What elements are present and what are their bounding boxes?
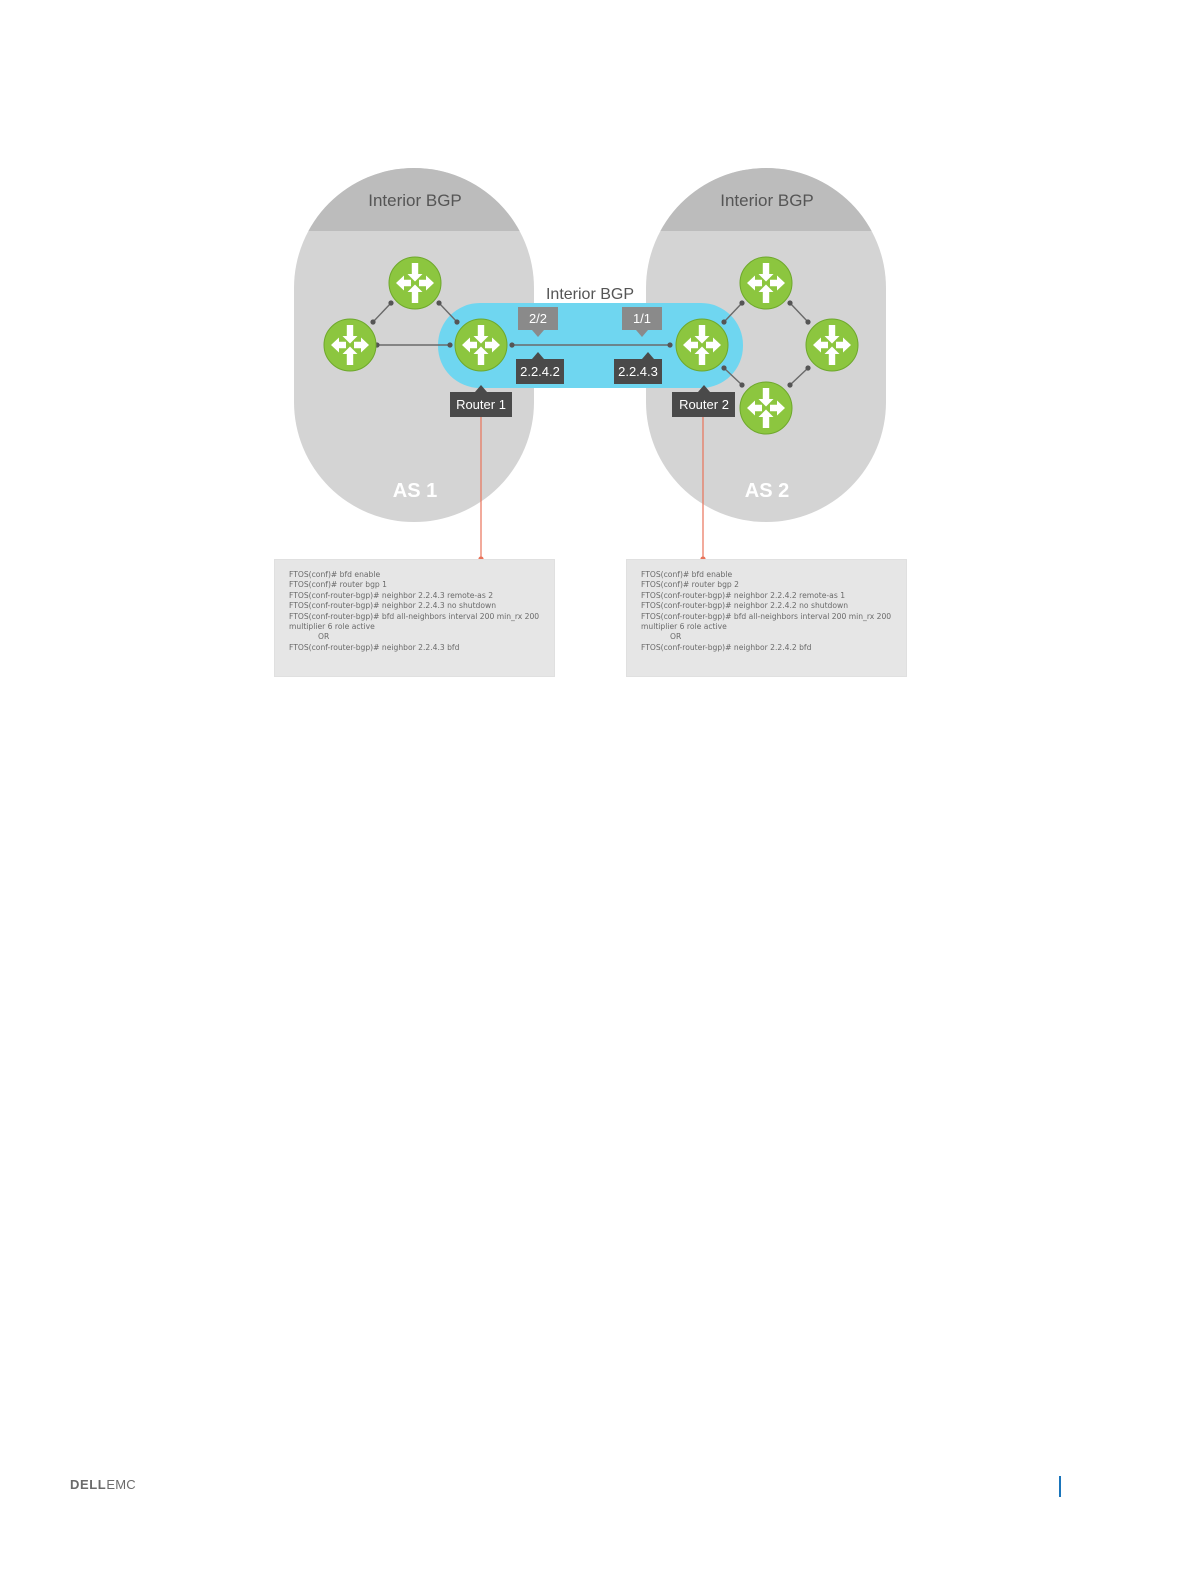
connection-lines: [372, 302, 809, 386]
config-line: FTOS(conf-router-bgp)# bfd all-neighbors…: [641, 611, 892, 621]
dell-emc-logo: DELLEMC: [70, 1477, 136, 1492]
link-as2-r2-bottom: [723, 367, 743, 386]
link-as2-bottom-right: [789, 367, 809, 386]
link-as2-r2-top: [723, 302, 743, 323]
router-icon-as2-bottom: [739, 381, 793, 435]
config-line: FTOS(conf-router-bgp)# neighbor 2.2.4.2 …: [641, 642, 812, 652]
config-line: FTOS(conf)# router bgp 2: [641, 580, 739, 590]
as1-label: AS 1: [393, 480, 437, 502]
link-as2-top-right: [789, 302, 809, 323]
link-as1-top-left: [372, 302, 392, 323]
config-line: FTOS(conf-router-bgp)# neighbor 2.2.4.3 …: [289, 590, 494, 600]
config-line: FTOS(conf)# bfd enable: [289, 570, 381, 579]
ip-callout-router2: 2.2.4.3: [614, 352, 662, 384]
config-line: FTOS(conf-router-bgp)# neighbor 2.2.4.3 …: [289, 642, 460, 652]
config-line: multiplier 6 role active: [289, 622, 375, 632]
svg-text:Router 1: Router 1: [456, 397, 506, 412]
link-as1-top-r1: [438, 302, 458, 323]
page-number-divider: [1059, 1476, 1061, 1497]
config-line: FTOS(conf-router-bgp)# neighbor 2.2.4.3 …: [289, 601, 497, 611]
router-icon-as2-top: [739, 256, 793, 310]
router-1-config-box: FTOS(conf)# bfd enable FTOS(conf)# route…: [274, 559, 555, 677]
ibgp-link-label: Interior BGP: [546, 286, 634, 303]
config-line: OR: [641, 632, 682, 642]
router-icon-as1-top: [388, 256, 442, 310]
router-icon-as2-right: [805, 318, 859, 372]
ip-callout-router1: 2.2.4.2: [516, 352, 564, 384]
svg-text:2.2.4.3: 2.2.4.3: [618, 364, 658, 379]
svg-text:1/1: 1/1: [633, 311, 651, 326]
svg-text:2/2: 2/2: [529, 311, 547, 326]
port-callout-1-1: 1/1: [622, 307, 662, 337]
router-icon-as1-left: [323, 318, 377, 372]
config-line: FTOS(conf-router-bgp)# bfd all-neighbors…: [289, 611, 540, 621]
as2-label: AS 2: [745, 480, 789, 502]
logo-dell: DELL: [70, 1477, 107, 1492]
router-2-label: Router 2: [672, 385, 735, 417]
router-1-icon: [454, 318, 508, 372]
config-line: FTOS(conf)# router bgp 1: [289, 580, 387, 590]
svg-text:Router 2: Router 2: [679, 397, 729, 412]
bgp-bfd-diagram: Interior BGP AS 1 Interior BGP AS 2 Inte…: [294, 168, 886, 562]
as2-bubble: Interior BGP AS 2: [646, 168, 886, 522]
svg-text:2.2.4.2: 2.2.4.2: [520, 364, 560, 379]
router-2-config-box: FTOS(conf)# bfd enable FTOS(conf)# route…: [626, 559, 907, 677]
config-line: FTOS(conf-router-bgp)# neighbor 2.2.4.2 …: [641, 601, 849, 611]
config-line: multiplier 6 role active: [641, 622, 727, 632]
router-1-label: Router 1: [450, 385, 512, 417]
connection-dots: [370, 300, 811, 388]
config-line: OR: [289, 632, 330, 642]
as2-header: Interior BGP: [720, 191, 814, 210]
config-line: FTOS(conf)# bfd enable: [641, 570, 733, 579]
logo-emc: EMC: [106, 1477, 136, 1492]
port-callout-2-2: 2/2: [518, 307, 558, 337]
config-line: FTOS(conf-router-bgp)# neighbor 2.2.4.2 …: [641, 590, 846, 600]
router-2-icon: [675, 318, 729, 372]
as1-header: Interior BGP: [368, 191, 462, 210]
